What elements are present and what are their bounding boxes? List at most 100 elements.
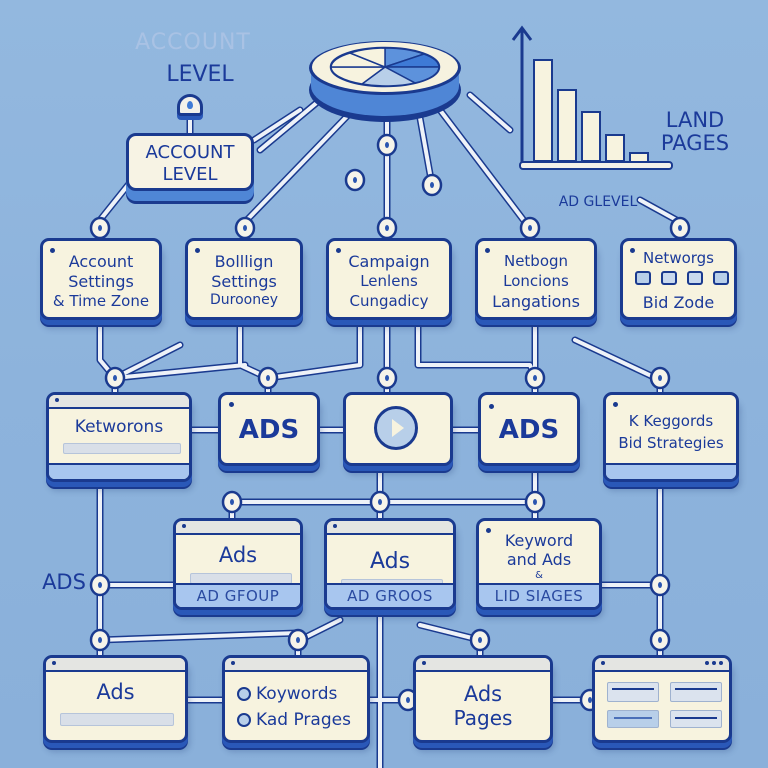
connector-line-fill (266, 318, 362, 380)
ads-card-2[interactable]: ADS (478, 392, 580, 466)
ads-pages-card[interactable]: Ads Pages (413, 655, 553, 743)
connector-node-dot (296, 637, 300, 643)
bar-chart-icon (511, 25, 673, 170)
keywords-card[interactable]: Ketworons (46, 392, 192, 482)
connector-node-dot (243, 225, 247, 231)
connector-node-dot (478, 637, 482, 643)
account-level-node[interactable]: ACCOUNT LEVEL (126, 133, 254, 191)
connector-line-fill (98, 631, 300, 642)
keyword-ads-card[interactable]: Keyword and Ads & LID SIAGES (476, 518, 602, 610)
connector-line-fill (98, 183, 130, 222)
connector-node-dot (658, 582, 662, 588)
connector-node-dot (230, 499, 234, 505)
side-label-ads: ADS (42, 570, 86, 594)
card-label: Ads (218, 543, 258, 567)
card-line: Ads (463, 682, 503, 706)
toggle-icon[interactable] (713, 271, 729, 285)
ads-card-1[interactable]: ADS (218, 392, 320, 466)
billing-settings-card[interactable]: Bolllign Settings Durooney (185, 238, 303, 320)
card-line: Bid Strategies (618, 434, 724, 452)
title-level: LEVEL (166, 62, 234, 87)
card-label: ADS (498, 415, 560, 445)
connector-line-fill (573, 338, 662, 382)
keywords-pages-card[interactable]: Koywords Kad Prages (222, 655, 370, 743)
connector-node-dot (528, 225, 532, 231)
connector-node-dot (533, 375, 537, 381)
card-label: Ads (369, 549, 411, 574)
list-layout-icon (607, 682, 722, 732)
card-line: & Time Zone (52, 292, 150, 310)
connector-line-fill (638, 198, 682, 224)
ads-card-bottom[interactable]: Ads (43, 655, 188, 743)
connector-node-dot (406, 697, 410, 703)
video-card[interactable] (343, 392, 453, 466)
toggle-icon[interactable] (661, 271, 677, 285)
play-icon[interactable] (374, 406, 418, 450)
card-label: ADS (238, 415, 300, 445)
toggle-icon[interactable] (635, 271, 651, 285)
connector-node-dot (385, 225, 389, 231)
card-line: K Keggords (628, 412, 714, 430)
connector-line-fill (113, 363, 247, 380)
card-line: Keyword (504, 531, 574, 550)
card-line: Networgs (642, 249, 714, 267)
connector-line-fill (416, 318, 537, 380)
card-line: Bolllign (214, 252, 274, 271)
campaign-settings-card[interactable]: Campaign Lenlens Cungadicy (326, 238, 452, 320)
card-footer: LID SIAGES (479, 583, 599, 607)
ad-input-field[interactable] (60, 713, 174, 726)
land-pages-line2: PAGES (660, 131, 730, 155)
network-locations-card[interactable]: Netbogn Loncions Langations (475, 238, 597, 320)
connector-node-dot (378, 499, 382, 505)
connector-node-dot (658, 375, 662, 381)
bid-strategies-card[interactable]: K Keggords Bid Strategies (603, 392, 739, 482)
card-line: & (535, 570, 543, 581)
connector-node-dot (430, 182, 434, 188)
bar-chart-caption: AD GLEVEL (558, 194, 638, 210)
account-level-line2: LEVEL (162, 164, 218, 185)
connector-line-fill (438, 108, 527, 224)
account-settings-card[interactable]: Account Settings & Time Zone (40, 238, 162, 320)
connector-node-dot (678, 225, 682, 231)
connector-node-dot (266, 375, 270, 381)
connector-line-fill (258, 98, 322, 152)
connector-line-fill (418, 116, 434, 187)
card-label: Ketworons (74, 417, 164, 437)
card-line: Netbogn (503, 252, 569, 270)
list-layout-card[interactable] (592, 655, 732, 743)
card-line: Settings (68, 272, 134, 291)
connector-line-fill (252, 108, 302, 142)
card-line: Loncions (503, 272, 569, 290)
connector-line-fill (243, 106, 357, 224)
ad-group-card-1[interactable]: Ads AD GFOUP (173, 518, 303, 610)
account-level-pin (177, 94, 203, 116)
connector-node-dot (353, 177, 357, 183)
card-line: Campaign (348, 252, 430, 271)
connector-node-dot (533, 499, 537, 505)
drop-icon (187, 101, 193, 109)
connector-node-dot (588, 697, 592, 703)
connector-line (264, 316, 364, 382)
networks-bid-card[interactable]: Networgs Bid Zode (620, 238, 737, 320)
account-level-line1: ACCOUNT (145, 142, 235, 163)
connector-node-dot (98, 637, 102, 643)
keywords-input-field[interactable] (63, 443, 181, 454)
connector-node-dot (385, 142, 389, 148)
connector-line-fill (468, 93, 512, 132)
radio-icon[interactable] (237, 687, 251, 701)
title-faded: ACCOUNT (135, 30, 251, 55)
toggle-icon[interactable] (687, 271, 703, 285)
card-line: Durooney (209, 292, 278, 308)
ad-group-card-2[interactable]: Ads AD GROOS (324, 518, 456, 610)
card-footer: AD GROOS (327, 583, 453, 607)
card-line: Account (68, 252, 134, 271)
card-line: Settings (211, 272, 277, 291)
card-line: Pages (453, 706, 513, 730)
card-line: and Ads (506, 550, 572, 569)
card-line: Langations (492, 292, 580, 311)
radio-icon[interactable] (237, 713, 251, 727)
hub-disk[interactable] (300, 38, 470, 128)
connector-node-dot (113, 375, 117, 381)
